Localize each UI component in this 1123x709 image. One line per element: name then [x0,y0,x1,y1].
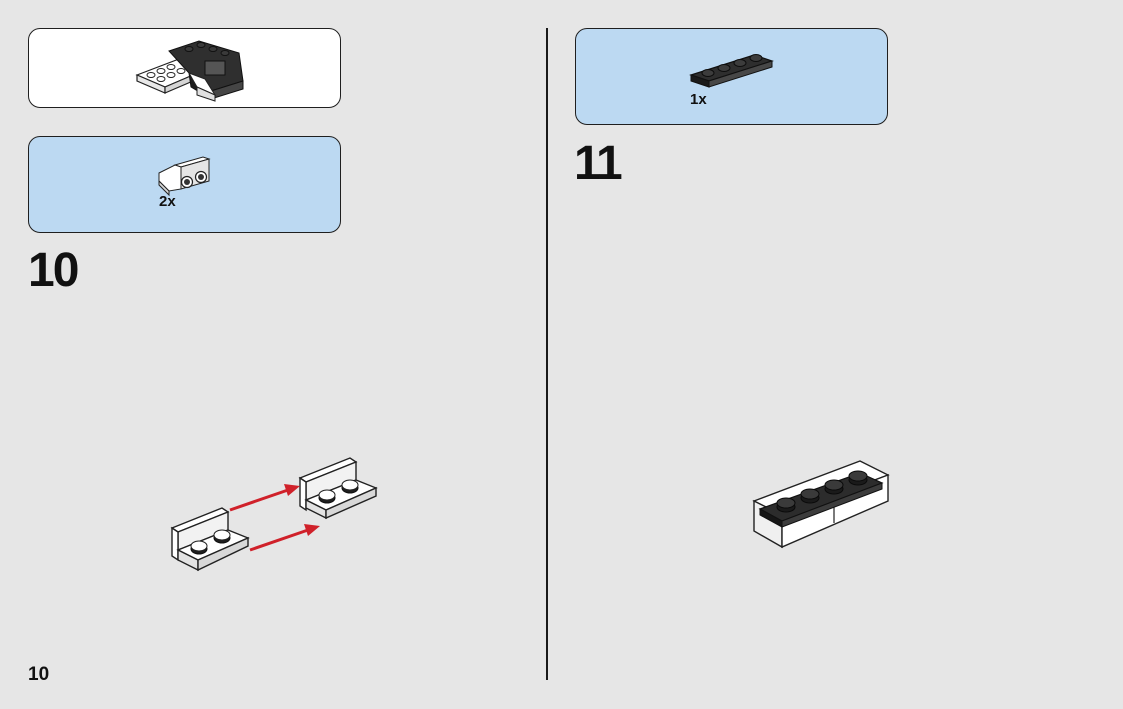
assembly-arrow [249,524,320,552]
plate-1x4-black-icon [689,54,774,88]
step-10-assembly-illustration [170,457,378,572]
page-number: 10 [28,664,50,685]
parts-callout-step-11 [575,28,888,125]
submodel-callout [28,28,341,108]
parts-callout-step-10 [28,136,341,233]
step-number: 11 [574,137,623,190]
step-11-assembly-illustration [752,460,890,549]
part-quantity: 2x [159,193,176,210]
bracket-source-icon [170,507,250,572]
assembly-arrow [229,484,300,512]
page-divider [546,28,548,680]
part-quantity: 1x [690,91,707,108]
bracket-plate-1x2-white-icon [158,156,211,197]
subassembly-icon [135,40,244,102]
bracket-target-icon [298,457,378,520]
step-number: 10 [28,244,79,297]
